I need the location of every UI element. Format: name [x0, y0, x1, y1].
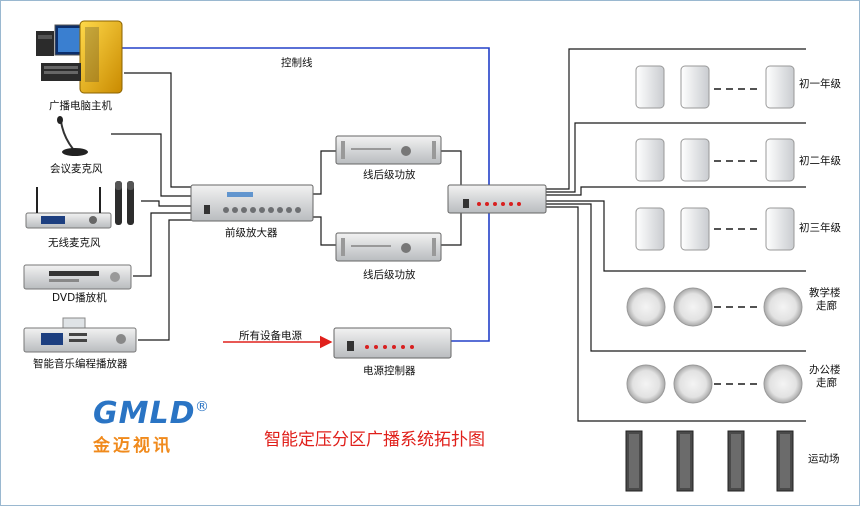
- pc-label: 广播电脑主机: [49, 100, 112, 112]
- preamp-label: 前级放大器: [225, 227, 278, 239]
- control-line-power: [451, 211, 490, 342]
- conference-mic-label: 会议麦克风: [50, 163, 103, 175]
- ceiling-speaker-icon: [673, 287, 713, 327]
- wall-speaker-icon: [635, 207, 665, 251]
- power-controller-label: 电源控制器: [363, 365, 416, 377]
- music-programmer-icon: [23, 317, 137, 353]
- ceiling-speakers: [626, 287, 803, 404]
- brand-logo-cn: 金迈视讯: [93, 436, 173, 456]
- amp-wires: [313, 150, 462, 246]
- amp-bottom-label: 线后级功放: [363, 269, 416, 281]
- zone-grade3-label: 初三年级: [799, 222, 841, 234]
- wall-speaker-icon: [635, 65, 665, 109]
- wall-speaker-icon: [680, 65, 710, 109]
- column-speaker-icon: [625, 430, 643, 492]
- ceiling-speaker-icon: [673, 364, 713, 404]
- brand-logo: GMLD ® 金迈视讯: [93, 396, 209, 457]
- ceiling-speaker-icon: [626, 364, 666, 404]
- zone-sports-label: 运动场: [808, 453, 840, 465]
- brand-logo-latin: GMLD: [93, 396, 196, 431]
- preamp-icon: [190, 184, 314, 222]
- amp-top-icon: [335, 135, 442, 165]
- programmer-label: 智能音乐编程播放器: [33, 358, 128, 370]
- zone-teaching-label-1: 教学楼: [809, 287, 841, 299]
- dashes: [714, 88, 761, 385]
- ceiling-speaker-icon: [626, 287, 666, 327]
- ceiling-speaker-icon: [763, 364, 803, 404]
- column-speaker-icon: [776, 430, 794, 492]
- pc-icon: [36, 20, 123, 94]
- wall-speakers: [635, 65, 795, 251]
- amp-bottom-icon: [335, 232, 442, 262]
- registered-mark: ®: [195, 399, 209, 415]
- wall-speaker-icon: [680, 138, 710, 182]
- zone-office-label-2: 走廊: [816, 377, 837, 389]
- wall-speaker-icon: [680, 207, 710, 251]
- zone-controller-icon: [447, 184, 547, 214]
- wireless-mic-label: 无线麦克风: [48, 237, 101, 249]
- conference-mic-icon: [57, 116, 88, 156]
- wall-speaker-icon: [635, 138, 665, 182]
- amp-top-label: 线后级功放: [363, 169, 416, 181]
- column-speaker-icon: [727, 430, 745, 492]
- column-speaker-icon: [676, 430, 694, 492]
- zone-grade2-label: 初二年级: [799, 155, 841, 167]
- source-wires: [111, 72, 191, 341]
- zone-wires: [546, 48, 806, 422]
- dvd-icon: [23, 264, 132, 290]
- control-line: [121, 47, 490, 186]
- wall-speaker-icon: [765, 138, 795, 182]
- wall-speaker-icon: [765, 207, 795, 251]
- column-speakers: [625, 430, 794, 492]
- all-power-label: 所有设备电源: [239, 330, 302, 342]
- diagram-title: 智能定压分区广播系统拓扑图: [264, 430, 485, 450]
- zone-teaching-label-2: 走廊: [816, 300, 837, 312]
- zone-grade1-label: 初一年级: [799, 78, 841, 90]
- control-line-label: 控制线: [281, 57, 313, 69]
- ceiling-speaker-icon: [763, 287, 803, 327]
- zone-office-label-1: 办公楼: [809, 364, 841, 376]
- power-controller-icon: [333, 327, 452, 359]
- wireless-mic-icon: [25, 181, 134, 229]
- wall-speaker-icon: [765, 65, 795, 109]
- dvd-label: DVD播放机: [52, 292, 107, 304]
